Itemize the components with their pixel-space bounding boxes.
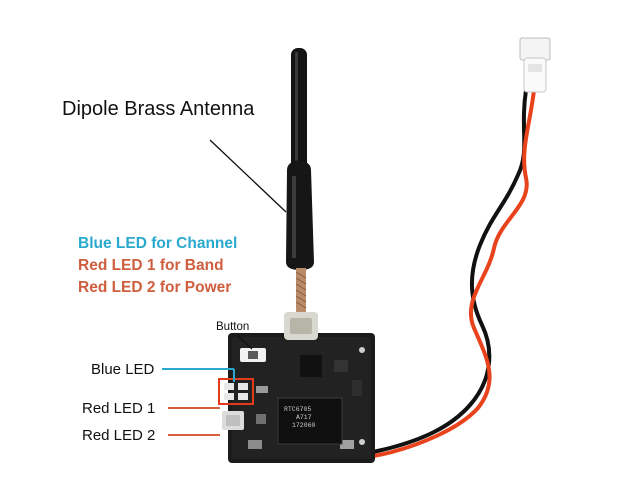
- jst-connector: [519, 37, 551, 93]
- button-pointer-line: [237, 335, 253, 350]
- legend-blue-led-channel: Blue LED for Channel: [78, 235, 238, 252]
- chip-marking-line-3: 172060: [292, 422, 316, 429]
- led-highlight-box: [218, 378, 254, 405]
- vtx-board: [218, 312, 375, 463]
- antenna-label: Dipole Brass Antenna: [62, 98, 255, 120]
- legend-red-led-1-band: Red LED 1 for Band: [78, 257, 224, 274]
- legend-red-led-2-power: Red LED 2 for Power: [78, 279, 232, 296]
- chip-marking-line-2: A717: [296, 414, 312, 421]
- red-led-2-label: Red LED 2: [82, 427, 156, 444]
- red-led-1-label: Red LED 1: [82, 400, 156, 417]
- chip-marking-line-1: RTC6705: [284, 406, 312, 413]
- blue-led-label: Blue LED: [91, 361, 155, 378]
- button-label: Button: [216, 321, 250, 333]
- power-wire: [351, 89, 536, 460]
- chip-marking: RTC6705 A717 172060: [284, 406, 315, 430]
- dipole-antenna: [286, 48, 314, 314]
- antenna-pointer-line: [209, 139, 287, 213]
